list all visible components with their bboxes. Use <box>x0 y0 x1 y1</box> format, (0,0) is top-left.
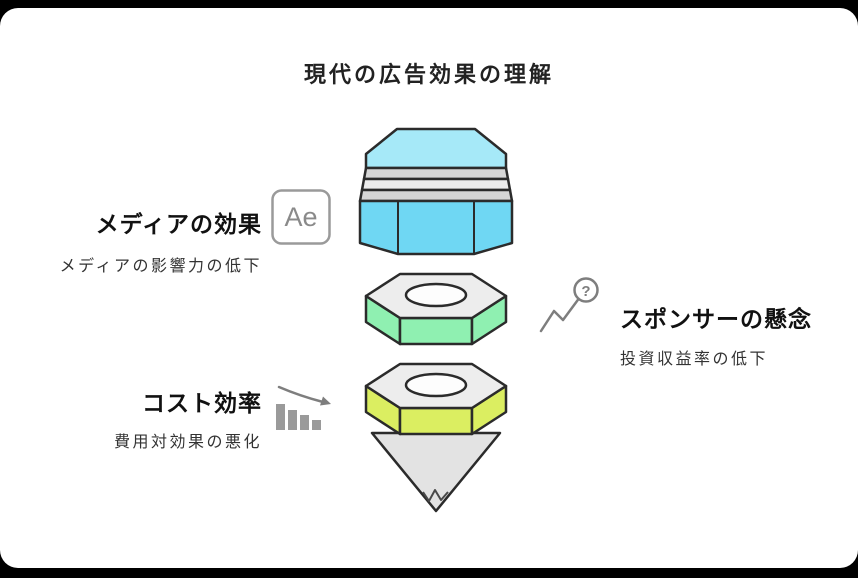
sponsor-concern-label: スポンサーの懸念 <box>620 306 812 332</box>
decline-arrow-head <box>320 396 331 406</box>
pencil-top-segment <box>358 127 514 256</box>
pencil-tip-cone <box>370 431 502 513</box>
sponsor-concern-sublabel: 投資収益率の低下 <box>620 351 769 368</box>
bottom-nut-center-face <box>398 406 474 436</box>
question-mark-text: ? <box>581 283 590 300</box>
bar-1 <box>276 404 285 430</box>
broken-tip-zigzag <box>422 489 449 502</box>
ae-icon-frame <box>271 189 331 245</box>
ferrule-band-3 <box>358 188 514 203</box>
question-circle <box>573 277 599 303</box>
bar-2 <box>288 410 297 430</box>
declining-bar-chart-icon <box>276 385 331 430</box>
pencil-middle-nut-segment <box>364 272 508 346</box>
bar-3 <box>300 415 309 430</box>
cost-efficiency-label: コスト効率 <box>142 390 262 416</box>
page-title: 現代の広告効果の理解 <box>303 62 554 87</box>
ae-icon: Ae <box>271 189 331 245</box>
ae-icon-text: Ae <box>284 202 317 232</box>
middle-nut-center-face <box>398 316 474 346</box>
eraser-cap <box>364 127 508 170</box>
middle-nut-hole <box>404 282 468 308</box>
cost-efficiency-sublabel: 費用対効果の悪化 <box>113 434 262 451</box>
ferrule-band-2 <box>360 177 512 192</box>
cone-shape <box>370 431 502 513</box>
bottom-nut-hole <box>404 372 468 398</box>
trend-line <box>539 295 582 333</box>
media-effect-label: メディアの効果 <box>95 211 262 237</box>
trend-question-icon: ? <box>539 277 599 333</box>
ferrule-band-1 <box>362 166 510 181</box>
pencil-body <box>358 199 514 256</box>
media-effect-sublabel: メディアの影響力の低下 <box>59 258 262 275</box>
decline-arrow-shaft <box>277 385 325 404</box>
bar-4 <box>312 420 321 430</box>
pencil-bottom-nut-segment <box>364 362 508 436</box>
